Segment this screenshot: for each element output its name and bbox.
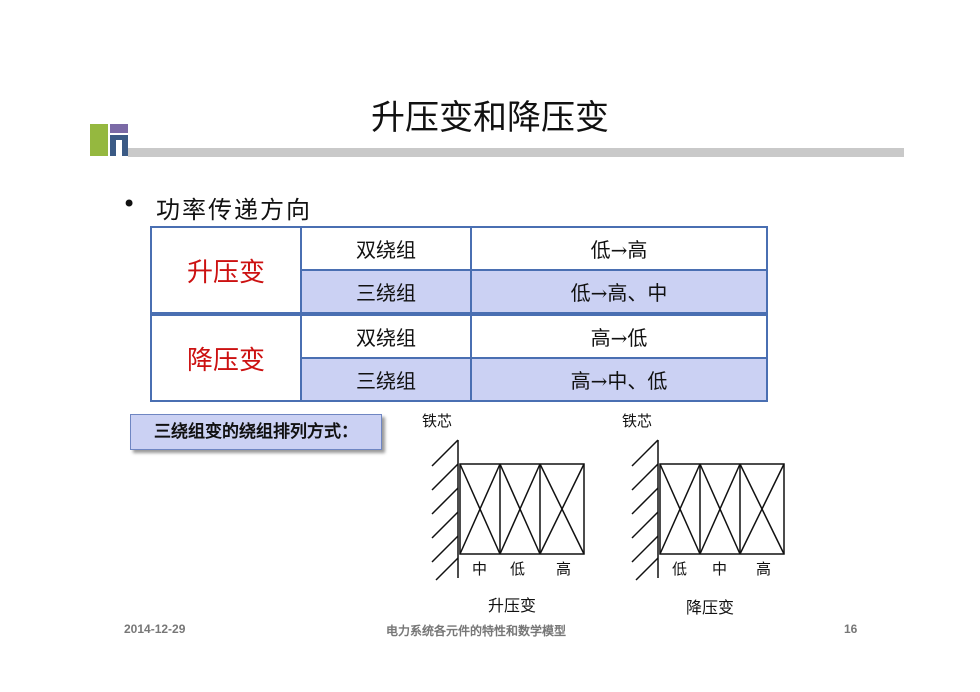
diagram-caption: 升压变: [488, 596, 537, 615]
power-direction-table: 升压变 双绕组 低→高 三绕组 低→高、中 降压变 双绕组 高→低 三绕组 高→…: [150, 226, 768, 402]
logo-block-green: [90, 124, 108, 156]
winding-box: [459, 463, 585, 555]
winding-cell: 三绕组: [300, 357, 472, 402]
winding-cell: 双绕组: [300, 312, 472, 359]
core-label: 铁芯: [622, 412, 653, 430]
direction-cell: 高→低: [470, 312, 768, 359]
table-row: 三绕组 高→中、低: [151, 357, 768, 402]
table-row: 降压变 双绕组 高→低: [150, 312, 768, 402]
winding-cell: 双绕组: [300, 226, 472, 271]
transformer-type-cell: 升压变: [150, 226, 302, 315]
table-row: 三绕组 低→高、中: [151, 268, 768, 316]
step-down-winding-diagram: [631, 439, 785, 581]
diagram-caption: 降压变: [686, 598, 735, 617]
direction-cell: 低→高: [470, 226, 768, 271]
page-number: 16: [844, 622, 858, 636]
winding-label: 中: [472, 560, 488, 578]
footer-date: 2014-12-29: [124, 622, 186, 636]
winding-label: 中: [712, 560, 728, 578]
core-hatching: [431, 439, 459, 581]
arrangement-label: 三绕组变的绕组排列方式：: [130, 414, 382, 450]
core-hatching: [631, 439, 659, 581]
logo-block-white: [116, 140, 122, 156]
transformer-type-cell: 降压变: [150, 312, 302, 402]
winding-cell: 三绕组: [300, 268, 472, 316]
title-underline: [128, 148, 904, 157]
bullet-dot: •: [122, 190, 137, 218]
footer-course-title: 电力系统各元件的特性和数学模型: [386, 624, 567, 638]
direction-cell: 低→高、中: [470, 268, 768, 316]
winding-label: 高: [556, 560, 572, 578]
winding-label: 高: [756, 560, 772, 578]
winding-label: 低: [510, 560, 526, 578]
direction-cell: 高→中、低: [470, 357, 768, 402]
step-up-winding-diagram: [431, 439, 585, 581]
core-label: 铁芯: [422, 412, 453, 430]
slide-title: 升压变和降压变: [371, 98, 609, 138]
winding-box: [659, 463, 785, 555]
winding-label: 低: [672, 560, 688, 578]
table-row: 升压变 双绕组 低→高: [150, 226, 768, 315]
logo-block-purple: [110, 124, 128, 133]
bullet-text: 功率传递方向: [156, 196, 312, 224]
